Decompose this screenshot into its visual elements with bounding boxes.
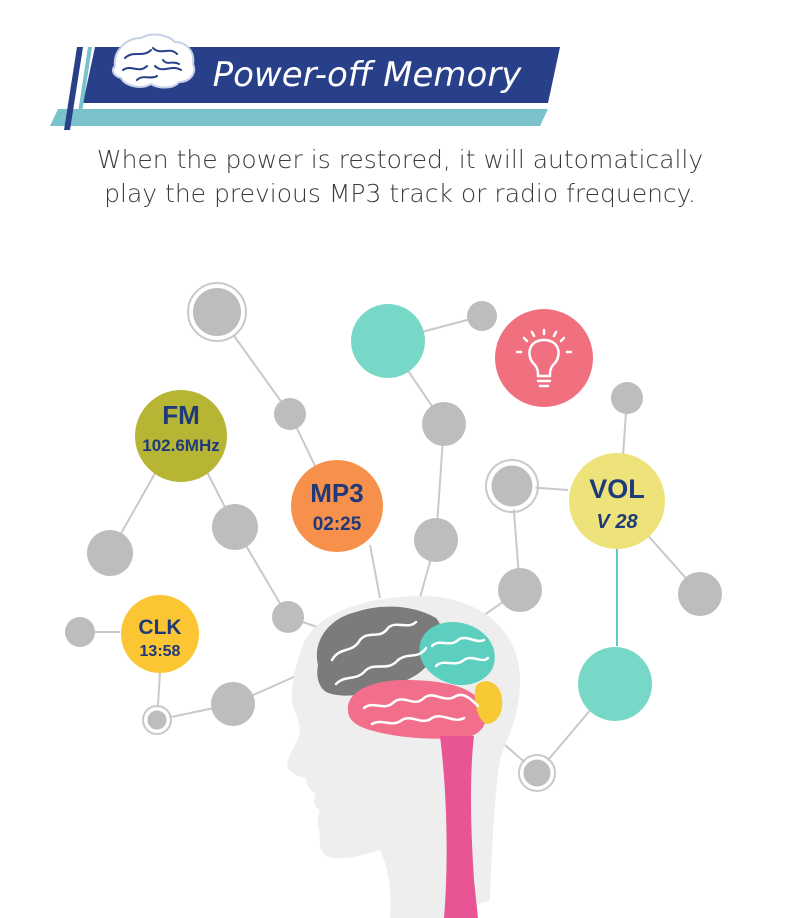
banner-light-stripe (50, 109, 548, 126)
teal-node (578, 647, 652, 721)
banner-left-bar (64, 47, 83, 130)
gray-node (144, 707, 170, 733)
gray-node (422, 402, 466, 446)
banner-left-bar-2 (76, 47, 92, 126)
lightbulb-node (495, 309, 593, 407)
gray-node (498, 568, 542, 612)
header-title: Power-off Memory (213, 55, 523, 95)
head-silhouette (287, 596, 520, 918)
network-nodes: FM 102.6MHz MP3 02:25 VOL V 28 CLK 13:58 (65, 282, 722, 792)
lightbulb-icon (515, 328, 573, 388)
mp3-label: MP3 (310, 478, 363, 508)
brain-icon (112, 33, 196, 89)
gray-node-ring (187, 282, 247, 342)
description: When the power is restored, it will auto… (0, 143, 800, 211)
vol-label: VOL (589, 474, 645, 504)
gray-node (212, 504, 258, 550)
vol-node-circle (569, 453, 665, 549)
fm-label: FM (162, 400, 200, 430)
clk-node-circle (121, 595, 199, 673)
fm-value: 102.6MHz (142, 436, 219, 455)
fm-node: FM 102.6MHz (135, 390, 227, 482)
banner-dark-band (83, 47, 560, 103)
vol-node: VOL V 28 (569, 453, 665, 549)
gray-node (65, 617, 95, 647)
gray-node (272, 601, 304, 633)
clk-label: CLK (138, 616, 181, 639)
gray-node (520, 756, 554, 790)
vol-value: V 28 (596, 511, 638, 533)
teal-node (351, 304, 425, 378)
gray-node (414, 518, 458, 562)
gray-node (488, 462, 536, 510)
gray-node (211, 682, 255, 726)
gray-node (678, 572, 722, 616)
network-lines (80, 311, 701, 774)
gray-node (189, 284, 245, 340)
mp3-node-circle (291, 460, 383, 552)
mp3-node: MP3 02:25 (291, 460, 383, 552)
brain-stem (440, 736, 478, 918)
mp3-value: 02:25 (313, 514, 362, 535)
description-line-1: When the power is restored, it will auto… (96, 145, 704, 174)
gray-node-ring (142, 705, 172, 735)
brain-temporal-lobe (347, 680, 486, 739)
description-line-2: play the previous MP3 track or radio fre… (104, 179, 696, 208)
brain-folds (330, 620, 490, 726)
clk-value: 13:58 (140, 643, 181, 660)
gray-node (611, 382, 643, 414)
gray-node (274, 398, 306, 430)
gray-node-ring (485, 459, 539, 513)
brain-cerebellum (474, 681, 503, 724)
brain-frontal-lobe (316, 606, 442, 696)
gray-node (467, 301, 497, 331)
gray-node-ring (518, 754, 556, 792)
fm-node-circle (135, 390, 227, 482)
header-banner: Power-off Memory (50, 33, 560, 130)
brain-parietal-lobe (419, 622, 495, 686)
clk-node: CLK 13:58 (121, 595, 199, 673)
gray-node (87, 530, 133, 576)
